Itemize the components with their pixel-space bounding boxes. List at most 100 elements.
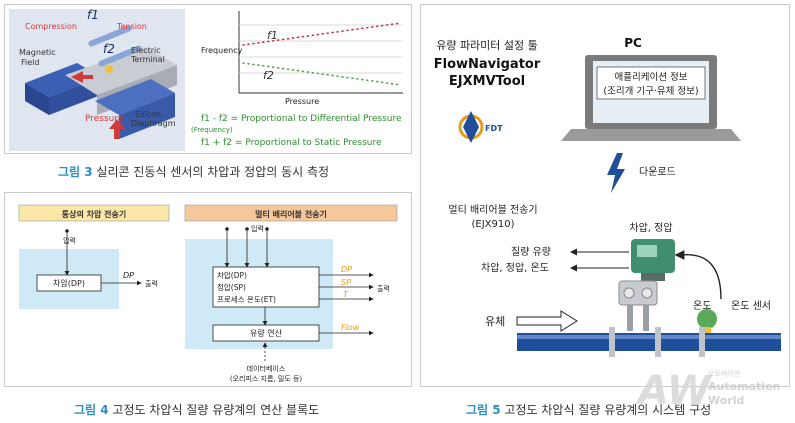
capsule-bolt-2 xyxy=(641,287,653,299)
transmitter-capsule xyxy=(618,280,658,306)
left-header-text: 통상의 차압 전송기 xyxy=(62,209,126,219)
frequency-graph: f1 f2 Frequency Pressure xyxy=(201,11,403,106)
watermark-aw-mark: AW xyxy=(636,368,713,414)
diaphragm-front xyxy=(119,93,175,139)
left-input-dot xyxy=(65,229,69,233)
figure-4-caption: 그림 4 고정도 차압식 질량 유량계의 연산 블록도 xyxy=(74,401,319,418)
pc-app-detail: (조리개 기구·유체 정보) xyxy=(603,86,698,97)
equation-static: f1 + f2 = Proportional to Static Pressur… xyxy=(201,138,382,148)
figure-3-panel: f1 f2 Compression Tension Magnetic Field… xyxy=(4,4,412,154)
figure-4-title: 고정도 차압식 질량 유량계의 연산 블록도 xyxy=(108,403,320,417)
flow-calc-text: 유량 연산 xyxy=(250,328,283,338)
figure-3-svg: f1 f2 Compression Tension Magnetic Field… xyxy=(9,8,403,151)
right-out-sp: SP xyxy=(341,278,351,287)
right-et-line: 프로세스 온도(ET) xyxy=(217,295,276,304)
right-header-text: 멀티 배리어블 전송기 xyxy=(255,209,327,219)
diaphragm-block xyxy=(95,79,175,115)
figure-4-svg: 통상의 차압 전송기 입력 차압(DP) DP 출력 멀티 배리어블 전송기 입… xyxy=(18,204,398,383)
flow-out-label: Flow xyxy=(341,323,360,332)
label-silicon: Silicon xyxy=(135,110,161,119)
pipe-highlight xyxy=(517,335,781,339)
silicon-chip xyxy=(65,47,177,95)
temp-sensor-device xyxy=(697,309,717,335)
figure-4-number: 그림 4 xyxy=(74,403,109,417)
right-sp-line: 정압(SP) xyxy=(217,282,246,292)
automation-world-watermark: AW 오토메이션 Automation World xyxy=(636,368,780,414)
left-output-label: 출력 xyxy=(145,279,158,288)
tool-title: 유량 파라미터 설정 툴 xyxy=(436,39,538,52)
label-field: Field xyxy=(21,58,39,67)
graph-xlabel: Pressure xyxy=(285,97,319,106)
right-output-label: 출력 xyxy=(377,284,390,293)
electric-terminal-dot xyxy=(105,65,113,73)
resonator-f1 xyxy=(88,25,132,47)
magnet-side xyxy=(25,83,49,115)
tool-ejxmvtool: EJXMVTool xyxy=(449,74,525,89)
download-bolt-icon xyxy=(607,153,625,193)
right-dp-line: 차압(DP) xyxy=(217,271,247,280)
pc-keyboard xyxy=(561,129,741,141)
label-magnetic: Magnetic xyxy=(19,48,56,57)
pressure-arrow xyxy=(109,119,125,139)
figure-5-caption: 그림 5 고정도 차압식 질량 유량계의 시스템 구성 xyxy=(466,401,711,418)
fluid-arrow xyxy=(516,310,578,332)
graph-label-f1: f1 xyxy=(267,29,278,42)
watermark-korean: 오토메이션 xyxy=(708,369,740,378)
tool-flownavigator: FlowNavigator xyxy=(434,57,541,72)
transmitter-model: (EJX910) xyxy=(471,219,514,230)
figure-5-title: 고정도 차압식 질량 유량계의 시스템 구성 xyxy=(500,403,712,417)
temp-cable xyxy=(680,254,722,300)
temp-label: 온도 xyxy=(693,300,711,312)
right-input-label: 입력 xyxy=(251,225,264,233)
database-detail: (오리피스 지름, 밀도 등) xyxy=(230,374,303,383)
figure-3-title: 실리콘 진동식 센서의 차압과 정압의 동시 측정 xyxy=(92,165,330,179)
database-label: 데이터베이스 xyxy=(247,364,286,373)
right-input-dot-1 xyxy=(225,227,229,231)
label-electric: Electric xyxy=(131,46,161,55)
sensor-flange xyxy=(699,327,705,357)
equation-differential: f1 - f2 = Proportional to Differential P… xyxy=(201,114,402,124)
right-measure-box xyxy=(212,266,320,308)
figure-5-panel: 유량 파라미터 설정 툴 FlowNavigator EJXMVTool FDT… xyxy=(420,4,790,387)
pc-label: PC xyxy=(624,36,642,50)
temp-sensor-head xyxy=(697,309,717,329)
label-tension: Tension xyxy=(116,22,147,31)
orifice-flange-1 xyxy=(609,327,615,357)
line-f1 xyxy=(242,22,402,46)
right-input-dot-3 xyxy=(265,227,269,231)
transmitter-display xyxy=(637,245,657,257)
fdt-logo: FDT xyxy=(458,111,503,143)
right-out-dp: DP xyxy=(341,265,352,274)
equation-note: (Frequency) xyxy=(191,126,233,134)
temp-sensor-stem xyxy=(703,327,711,335)
force-arrow-left xyxy=(71,71,93,83)
label-f2: f2 xyxy=(103,42,115,56)
watermark-line1: Automation xyxy=(708,380,780,393)
watermark-line2: World xyxy=(708,394,744,407)
label-f1: f1 xyxy=(87,8,99,22)
figure-3-caption: 그림 3 실리콘 진동식 센서의 차압과 정압의 동시 측정 xyxy=(58,163,329,180)
left-header-box xyxy=(18,204,170,222)
line-f2 xyxy=(242,62,402,86)
right-input-dot-2 xyxy=(245,227,249,231)
mass-flow-label: 질량 유량 xyxy=(511,246,551,258)
left-dp-text: 차압(DP) xyxy=(53,279,85,288)
figure-5-number: 그림 5 xyxy=(466,403,501,417)
impulse-line-2 xyxy=(643,305,649,331)
outputs-label: 차압, 정압, 온도 xyxy=(481,261,549,274)
right-header-box xyxy=(184,204,398,222)
fluid-label: 유체 xyxy=(485,315,505,328)
download-label: 다운로드 xyxy=(639,166,676,178)
pc-app-window xyxy=(596,66,706,100)
resonator-f2 xyxy=(98,45,142,67)
graph-label-f2: f2 xyxy=(263,69,274,82)
figure-4-panel: 통상의 차압 전송기 입력 차압(DP) DP 출력 멀티 배리어블 전송기 입… xyxy=(4,192,412,387)
left-input-label: 입력 xyxy=(63,237,76,245)
transmitter-label: 멀티 배리어블 전송기 xyxy=(448,203,537,216)
right-out-t: T xyxy=(343,290,349,299)
figure-3-number: 그림 3 xyxy=(58,165,93,179)
pc-app-info: 애플리케이션 정보 xyxy=(615,72,688,83)
pc-monitor: 애플리케이션 정보 (조리개 기구·유체 정보) xyxy=(561,55,741,141)
label-diaphragm: Diaphragm xyxy=(131,119,176,128)
transmitter-neck xyxy=(641,273,665,281)
